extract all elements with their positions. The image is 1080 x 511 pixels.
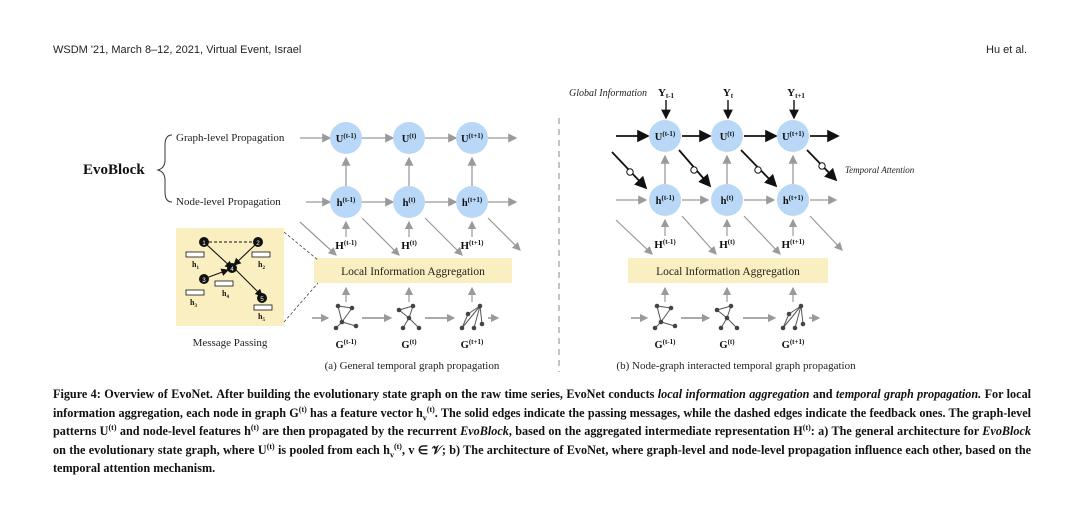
big-h-label: H(t) <box>401 239 417 252</box>
u-circle-b <box>649 120 681 152</box>
skip-arrow <box>299 221 337 256</box>
local-aggregation-box-b <box>628 258 828 283</box>
graph-snapshots-b <box>631 286 821 331</box>
h-circle-b <box>649 184 681 216</box>
graph-snapshots <box>312 286 500 331</box>
mp-h-label: h2 <box>258 260 265 271</box>
temporal-attention-label: Temporal Attention <box>845 165 915 175</box>
u-circle <box>330 122 362 154</box>
u-circle <box>393 122 425 154</box>
skip-arrow-b <box>809 215 843 251</box>
y-label: Yt <box>723 87 734 100</box>
y-label: Yt-1 <box>658 87 675 100</box>
temporal-attention-arrows <box>611 149 838 190</box>
y-label: Yt+1 <box>787 87 805 100</box>
g-label-b: G(t-1) <box>655 338 677 351</box>
local-aggregation-box <box>314 258 512 283</box>
skip-arrow <box>361 217 400 256</box>
big-h-label-b: H(t) <box>719 238 735 251</box>
message-passing-graph: 1 2 4 3 5 h1 h2 h4 h3 h5 <box>185 237 273 323</box>
local-aggregation-label-b: Local Information Aggregation <box>656 266 800 278</box>
inset-connector <box>283 231 319 261</box>
figure-caption: Figure 4: Overview of EvoNet. After buil… <box>53 387 1032 476</box>
svg-text:5: 5 <box>260 297 264 303</box>
svg-text:2: 2 <box>256 241 260 247</box>
u-circle-b <box>711 120 743 152</box>
skip-arrow-b <box>615 219 653 255</box>
mp-h-label: h4 <box>222 289 229 300</box>
svg-text:1: 1 <box>202 241 206 247</box>
big-h-label-b: H(t+1) <box>781 238 805 251</box>
node-level-label: Node-level Propagation <box>176 196 281 208</box>
mp-h-label: h5 <box>258 312 265 323</box>
caption-b: (b) Node-graph interacted temporal graph… <box>616 360 856 372</box>
g-label: G(t+1) <box>461 338 484 351</box>
mp-h-label: h1 <box>192 260 199 271</box>
h-circle-b <box>711 184 743 216</box>
g-label: G(t-1) <box>336 338 358 351</box>
message-passing-box <box>176 228 284 326</box>
skip-arrow <box>424 217 463 256</box>
message-passing-label: Message Passing <box>193 337 268 349</box>
u-circle <box>456 122 488 154</box>
big-h-label-b: H(t-1) <box>654 238 676 251</box>
caption-a: (a) General temporal graph propagation <box>325 360 500 372</box>
big-h-label: H(t+1) <box>460 239 484 252</box>
global-information-label: Global Information <box>569 88 647 99</box>
h-circle <box>456 186 488 218</box>
overview-figure: EvoBlock Graph-level Propagation Node-le… <box>83 87 915 372</box>
graph-level-label: Graph-level Propagation <box>176 132 285 144</box>
big-h-label: H(t-1) <box>335 239 357 252</box>
running-header-right: Hu et al. <box>986 44 1027 56</box>
skip-arrow-b <box>743 215 781 255</box>
h-circle-b <box>777 184 809 216</box>
h-circle <box>330 186 362 218</box>
svg-text:3: 3 <box>202 278 206 284</box>
evoblock-label: EvoBlock <box>83 162 145 178</box>
running-header-left: WSDM '21, March 8–12, 2021, Virtual Even… <box>53 44 302 56</box>
g-label-b: G(t) <box>719 338 735 351</box>
g-label-b: G(t+1) <box>782 338 805 351</box>
inset-connector <box>283 282 319 323</box>
evoblock-brace <box>156 134 173 203</box>
g-label: G(t) <box>401 338 417 351</box>
u-circle-b <box>777 120 809 152</box>
h-circle <box>393 186 425 218</box>
skip-arrow <box>487 217 521 251</box>
mp-h-label: h3 <box>190 298 197 309</box>
skip-arrow-b <box>681 215 717 255</box>
local-aggregation-label: Local Information Aggregation <box>341 266 485 278</box>
svg-text:4: 4 <box>230 267 234 273</box>
